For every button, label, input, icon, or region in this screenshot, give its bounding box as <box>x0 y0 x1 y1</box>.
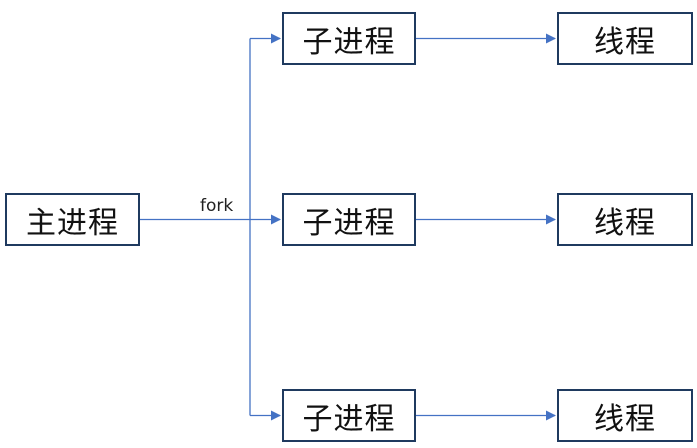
child-process-label: 子进程 <box>302 24 396 60</box>
child-process-label: 子进程 <box>302 401 396 437</box>
main-process-label: 主进程 <box>26 205 119 241</box>
child-process-box-1: 子进程 <box>282 12 416 65</box>
child-process-box-3: 子进程 <box>282 389 416 442</box>
thread-label: 线程 <box>594 24 656 60</box>
child-process-box-2: 子进程 <box>282 193 416 246</box>
thread-label: 线程 <box>594 401 656 437</box>
thread-label: 线程 <box>594 205 656 241</box>
child-process-label: 子进程 <box>302 205 396 241</box>
main-process-box: 主进程 <box>5 193 140 246</box>
fork-label: fork <box>200 196 234 216</box>
thread-box-1: 线程 <box>557 12 693 65</box>
thread-box-3: 线程 <box>557 389 693 442</box>
thread-box-2: 线程 <box>557 193 693 246</box>
